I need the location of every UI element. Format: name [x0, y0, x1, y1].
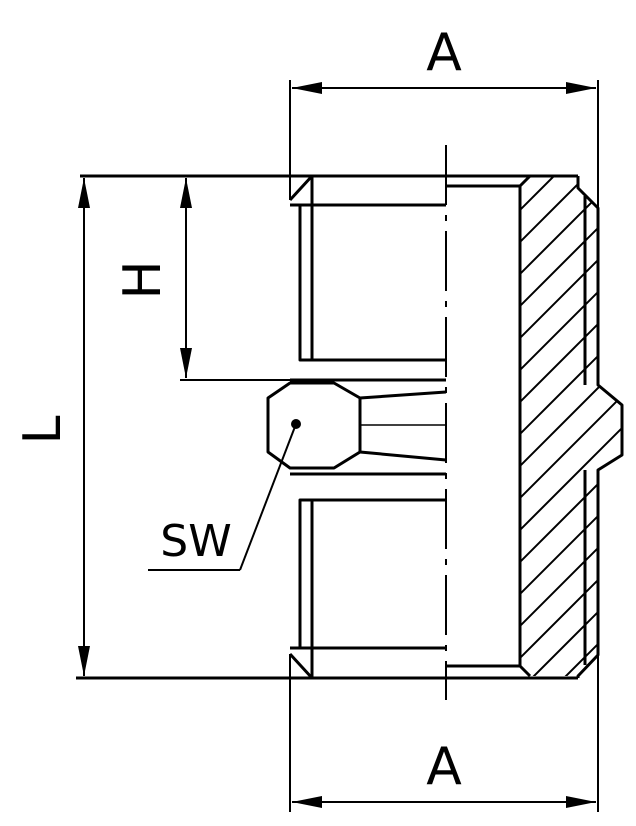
dimension-lines: [78, 80, 599, 812]
label-h: H: [113, 260, 173, 299]
label-a-top: A: [426, 23, 462, 83]
hex-nut: [266, 381, 447, 470]
fitting-body: [76, 174, 624, 680]
label-l: L: [13, 415, 73, 444]
label-sw: SW: [160, 516, 231, 567]
label-a-bottom: A: [426, 737, 462, 797]
sw-leader-dot: [291, 419, 301, 429]
